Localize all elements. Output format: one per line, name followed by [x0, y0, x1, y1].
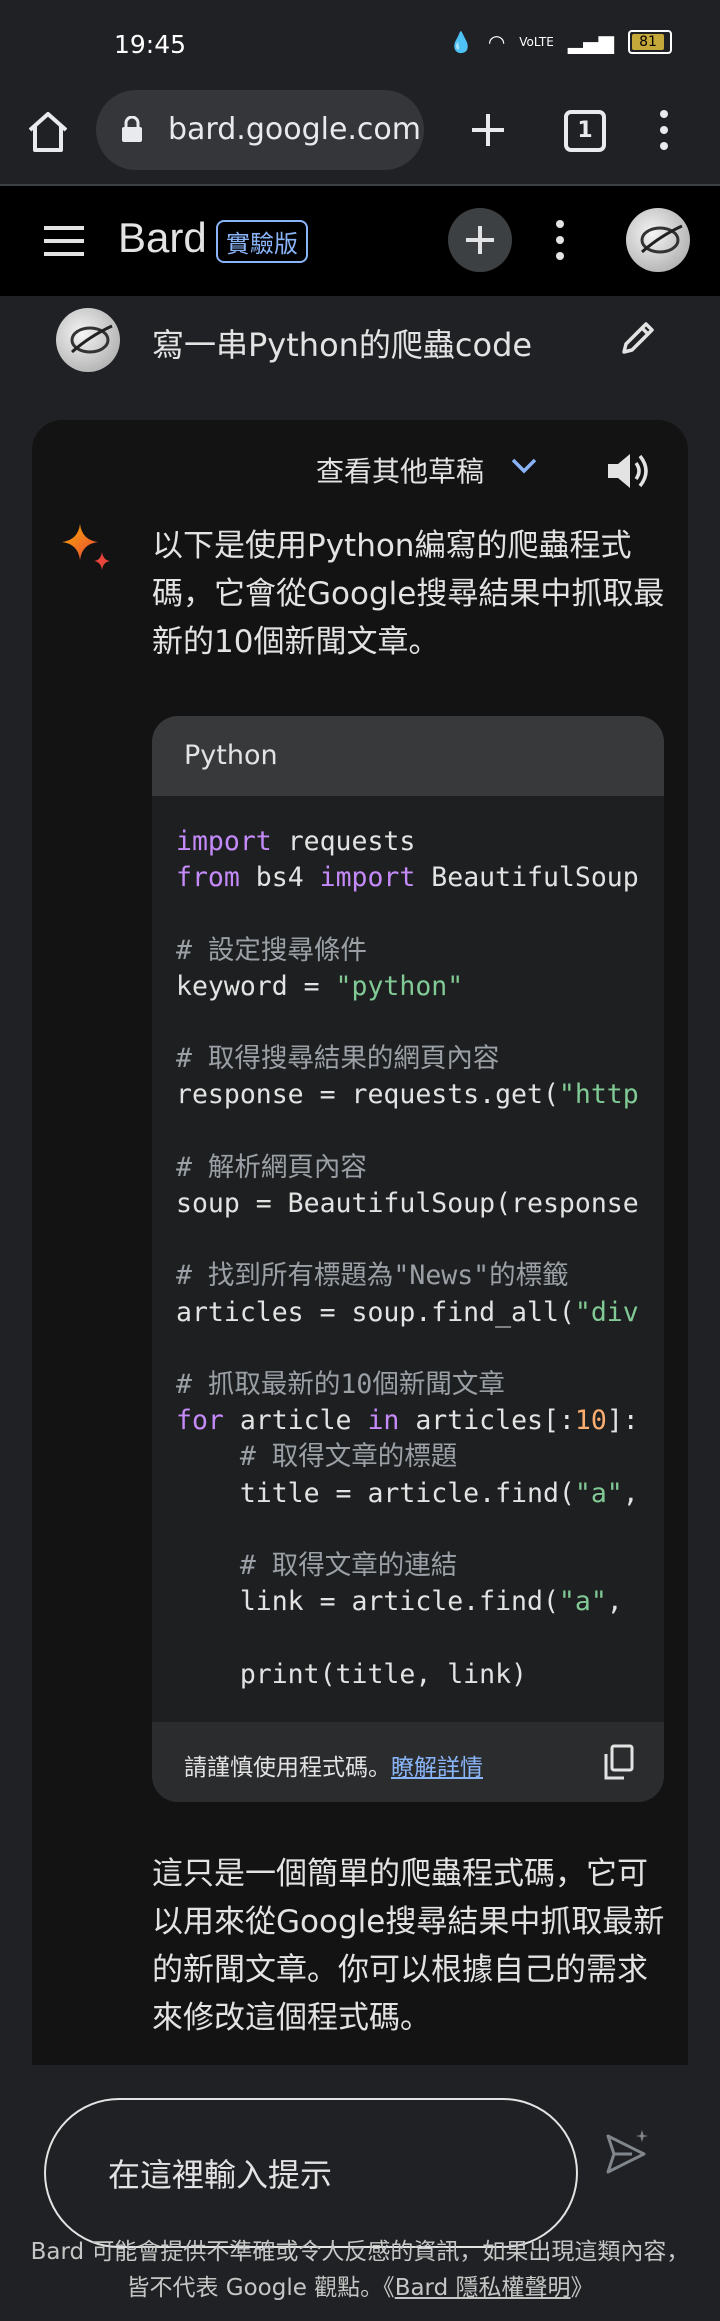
url-text[interactable]: bard.google.com: [168, 112, 422, 147]
code-warning: 請謹慎使用程式碼。瞭解詳情: [184, 1748, 483, 1782]
prompt-placeholder[interactable]: 在這裡輸入提示: [108, 2156, 333, 2194]
send-icon[interactable]: [604, 2128, 652, 2176]
bard-header: Bard 實驗版: [0, 186, 720, 296]
avatar[interactable]: [626, 208, 690, 272]
code-block: Python import requests from bs4 import B…: [152, 716, 664, 1802]
lock-icon[interactable]: [122, 116, 142, 142]
add-chat-icon: [466, 226, 494, 254]
battery-icon: 81: [628, 30, 672, 54]
status-time: 19:45: [114, 30, 187, 59]
code-footer: 請謹慎使用程式碼。瞭解詳情: [152, 1722, 664, 1802]
disclaimer: Bard 可能會提供不準確或令人反感的資訊，如果出現這類內容，皆不代表 Goog…: [30, 2234, 690, 2306]
signal-icon: ▂▄▆: [567, 30, 614, 54]
plus-icon[interactable]: [466, 108, 510, 152]
response-outro: 這只是一個簡單的爬蟲程式碼，它可以用來從Google搜尋結果中抓取最新的新聞文章…: [152, 1856, 665, 2036]
disclaimer-suffix: 》: [570, 2275, 594, 2301]
code-language-label: Python: [184, 740, 278, 771]
experiment-badge: 實驗版: [216, 220, 308, 263]
home-icon[interactable]: [26, 110, 70, 154]
response-intro: 以下是使用Python編寫的爬蟲程式碼，它會從Google搜尋結果中抓取最新的1…: [152, 528, 665, 660]
wifi-icon: ◠: [487, 30, 506, 54]
chevron-down-icon[interactable]: [510, 456, 538, 476]
privacy-link[interactable]: Bard 隱私權聲明: [394, 2275, 571, 2301]
view-drafts-button[interactable]: 查看其他草稿: [316, 455, 485, 488]
learn-more-link[interactable]: 瞭解詳情: [391, 1755, 483, 1781]
speaker-icon[interactable]: [604, 450, 650, 492]
status-bar: 19:45 💧 ◠ VoLTE ▂▄▆ 81: [0, 0, 720, 88]
browser-toolbar: bard.google.com 1: [0, 88, 720, 186]
volte-icon: VoLTE: [519, 35, 554, 49]
add-chat-button[interactable]: [448, 208, 512, 272]
url-bar[interactable]: bard.google.com: [96, 90, 424, 170]
code-content[interactable]: import requests from bs4 import Beautifu…: [176, 826, 639, 1690]
battery-level: 81: [632, 34, 664, 50]
code-warning-text: 請謹慎使用程式碼。: [184, 1755, 391, 1781]
bard-logo-text: Bard: [118, 214, 207, 261]
more-vert-icon[interactable]: [650, 106, 678, 154]
disclaimer-text: Bard 可能會提供不準確或令人反感的資訊，如果出現這類內容，皆不代表 Goog…: [30, 2239, 690, 2301]
code-header: Python: [152, 716, 664, 796]
copy-icon[interactable]: [602, 1744, 634, 1780]
tabs-icon[interactable]: 1: [564, 110, 606, 152]
alarm-icon: 💧: [448, 30, 474, 54]
user-prompt-text: 寫一串Python的爬蟲code: [152, 326, 533, 364]
menu-icon[interactable]: [44, 224, 84, 258]
user-avatar: [56, 308, 120, 372]
avatar-graphic-icon: [640, 224, 683, 254]
prompt-input[interactable]: 在這裡輸入提示: [44, 2098, 578, 2248]
edit-icon[interactable]: [618, 318, 658, 358]
status-icons: 💧 ◠ VoLTE ▂▄▆ 81: [449, 30, 672, 54]
user-avatar-graphic-icon: [70, 324, 113, 354]
bard-more-vert-icon[interactable]: [552, 216, 568, 264]
sparkle-icon: [62, 524, 110, 570]
